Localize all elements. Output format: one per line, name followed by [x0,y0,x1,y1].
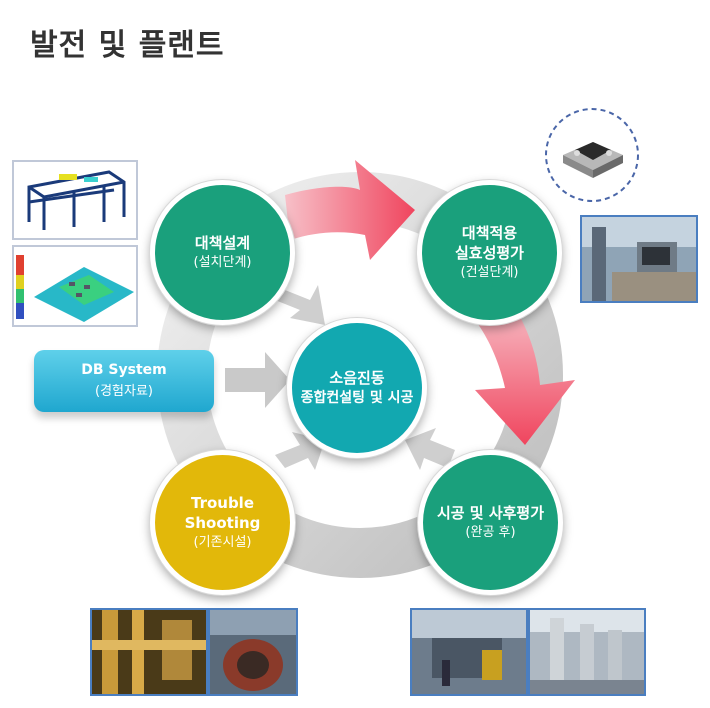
page-title: 발전 및 플랜트 [30,28,225,63]
isolator-mount-image [555,120,631,188]
construction-line2: (완공 후) [465,524,516,540]
center-circle: 소음진동 종합컨설팅 및 시공 [287,318,427,458]
center-line1: 소음진동 [329,369,385,387]
design-line1: 대책설계 [194,233,251,252]
dashed-highlight-circle [545,108,639,202]
trouble-line2: Shooting [184,513,261,532]
trouble-circle: Trouble Shooting (기존시설) [150,450,295,595]
construction-workers-photo [410,608,528,696]
db-line1: DB System [81,362,167,378]
construction-circle: 시공 및 사후평가 (완공 후) [418,450,563,595]
turbine-machinery-photo [208,608,298,696]
vibration-contour-image [12,245,138,327]
construction-line1: 시공 및 사후평가 [436,503,545,522]
site-construction-photo [580,215,698,303]
evaluation-line2: 실효성평가 [454,243,524,262]
design-circle: 대책설계 (설치단계) [150,180,295,325]
inner-arrow-bottom-right [405,428,455,470]
red-arrow-right [475,300,575,445]
evaluation-line1: 대책적용 [461,223,518,242]
inner-arrow-top [275,285,325,325]
trouble-line3: (기존시설) [193,534,252,550]
center-line2: 종합컨설팅 및 시공 [300,390,414,406]
evaluation-circle: 대책적용 실효성평가 (건설단계) [417,180,562,325]
boiler-pipes-photo [90,608,208,696]
stacks-equipment-photo [528,608,646,696]
trouble-line1: Trouble [190,493,255,512]
inner-arrow-left [225,352,290,408]
structure-model-image [12,160,138,240]
red-arrow-top [285,160,415,260]
design-line2: (설치단계) [193,254,252,270]
db-line2: (경험자료) [95,384,153,399]
evaluation-line3: (건설단계) [460,264,519,280]
db-system-box: DB System (경험자료) [34,350,214,412]
